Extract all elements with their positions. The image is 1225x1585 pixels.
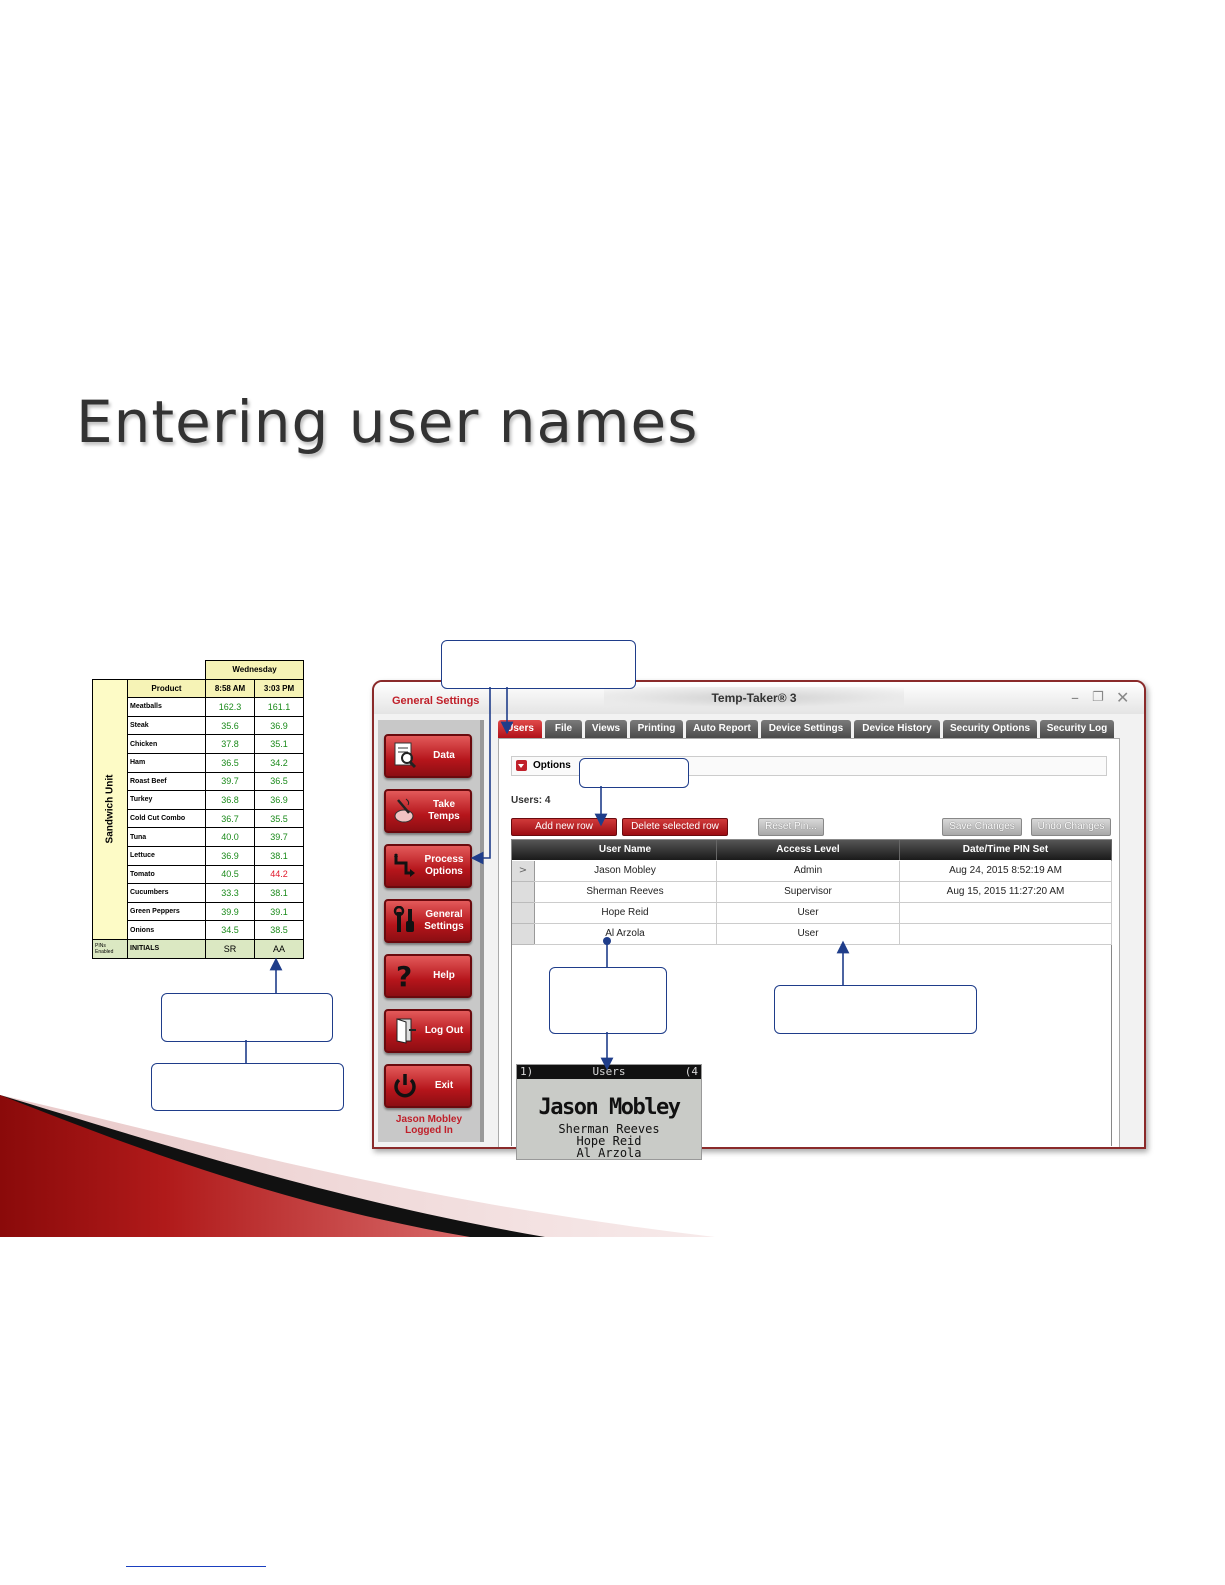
- save-changes-button[interactable]: Save Changes: [942, 818, 1022, 836]
- row-selector[interactable]: [512, 903, 535, 924]
- nav-take-temps-button[interactable]: Take Temps: [384, 789, 472, 833]
- callout-box: [579, 758, 689, 788]
- sheet-initials-row: PINs Enabled INITIALS SR AA: [92, 938, 304, 959]
- decorative-swoosh: [0, 1095, 715, 1237]
- row-selector[interactable]: [512, 924, 535, 945]
- slide-title: Entering user names: [76, 388, 699, 456]
- cell-pin-set[interactable]: [900, 924, 1112, 945]
- callout-box: [549, 967, 667, 1034]
- cell-user-name[interactable]: Hope Reid: [534, 903, 717, 924]
- nav-general-settings-button[interactable]: General Settings: [384, 899, 472, 943]
- users-grid: User Name Access Level Date/Time PIN Set…: [511, 839, 1112, 1146]
- sheet-col-time1: 8:58 AM: [204, 678, 256, 699]
- row-selector[interactable]: >: [512, 861, 535, 882]
- users-count: Users: 4: [511, 795, 551, 806]
- cell-access-level[interactable]: User: [717, 903, 900, 924]
- device-lcd-display: 1) Users (4 Jason Mobley Sherman Reeves …: [516, 1064, 702, 1160]
- tab-printing[interactable]: Printing: [630, 720, 683, 738]
- nav-log-out-button[interactable]: Log Out: [384, 1009, 472, 1053]
- delete-selected-row-button[interactable]: Delete selected row: [622, 818, 728, 836]
- temperature-log-sheet: Wednesday Sandwich Unit Product 8:58 AM …: [92, 660, 304, 959]
- col-access-level[interactable]: Access Level: [717, 840, 900, 860]
- tab-security-log[interactable]: Security Log: [1040, 720, 1114, 738]
- cell-pin-set[interactable]: Aug 15, 2015 11:27:20 AM: [900, 882, 1112, 903]
- undo-changes-button[interactable]: Undo Changes: [1031, 818, 1111, 836]
- nav-data-button[interactable]: Data: [384, 734, 472, 778]
- add-new-row-button[interactable]: Add new row: [511, 818, 617, 836]
- question-icon: ?: [396, 961, 412, 989]
- lcd-user-line: Sherman Reeves: [558, 1122, 660, 1136]
- reset-pin-button[interactable]: Reset Pin...: [758, 818, 824, 836]
- tab-device-settings[interactable]: Device Settings: [761, 720, 851, 738]
- footer-link-underline: [126, 1566, 266, 1567]
- restore-icon[interactable]: ❐: [1092, 690, 1104, 705]
- sheet-col-product: Product: [127, 678, 206, 699]
- cell-user-name[interactable]: Sherman Reeves: [534, 882, 717, 903]
- tab-file[interactable]: File: [545, 720, 582, 738]
- cell-pin-set[interactable]: [900, 903, 1112, 924]
- expand-arrow-icon[interactable]: [516, 759, 527, 771]
- power-icon: [394, 1074, 416, 1098]
- thermometer-icon: [394, 798, 414, 823]
- section-title: General Settings: [392, 695, 480, 707]
- tab-auto-report[interactable]: Auto Report: [686, 720, 758, 738]
- nav-process-options-button[interactable]: Process Options: [384, 844, 472, 888]
- nav-exit-button[interactable]: Exit: [384, 1064, 472, 1108]
- sheet-side-label: Sandwich Unit: [92, 678, 128, 940]
- cell-access-level[interactable]: User: [717, 924, 900, 945]
- callout-box: [441, 640, 636, 689]
- tools-icon: [393, 906, 414, 932]
- app-title: Temp-Taker® 3: [604, 687, 904, 709]
- lcd-user-line: Hope Reid: [576, 1134, 642, 1148]
- nav-help-button[interactable]: ? Help: [384, 954, 472, 998]
- callout-box: [774, 985, 977, 1034]
- svg-text:?: ?: [396, 961, 412, 989]
- lcd-selected-user: Jason Mobley: [538, 1095, 681, 1120]
- row-selector[interactable]: [512, 882, 535, 903]
- logged-in-status: Jason Mobley Logged In: [395, 1114, 463, 1136]
- sidebar: Data Take Temps Process Options General …: [378, 720, 484, 1142]
- callout-box: [161, 993, 333, 1042]
- sheet-day-header: Wednesday: [205, 660, 304, 680]
- tab-device-history[interactable]: Device History: [854, 720, 940, 738]
- minimize-icon[interactable]: –: [1071, 688, 1079, 707]
- data-icon: [394, 742, 417, 769]
- callout-box: [151, 1063, 344, 1111]
- tab-security-options[interactable]: Security Options: [943, 720, 1037, 738]
- cell-user-name[interactable]: Jason Mobley: [534, 861, 717, 882]
- col-pin-set[interactable]: Date/Time PIN Set: [900, 840, 1112, 860]
- lcd-user-line: Al Arzola: [576, 1146, 642, 1160]
- door-icon: [396, 1018, 416, 1044]
- close-icon[interactable]: ✕: [1116, 688, 1130, 707]
- cell-pin-set[interactable]: Aug 24, 2015 8:52:19 AM: [900, 861, 1112, 882]
- process-arrows-icon: [394, 853, 415, 877]
- cell-user-name[interactable]: Al Arzola: [534, 924, 717, 945]
- col-user-name[interactable]: User Name: [534, 840, 717, 860]
- cell-access-level[interactable]: Supervisor: [717, 882, 900, 903]
- tab-views[interactable]: Views: [585, 720, 627, 738]
- cell-access-level[interactable]: Admin: [717, 861, 900, 882]
